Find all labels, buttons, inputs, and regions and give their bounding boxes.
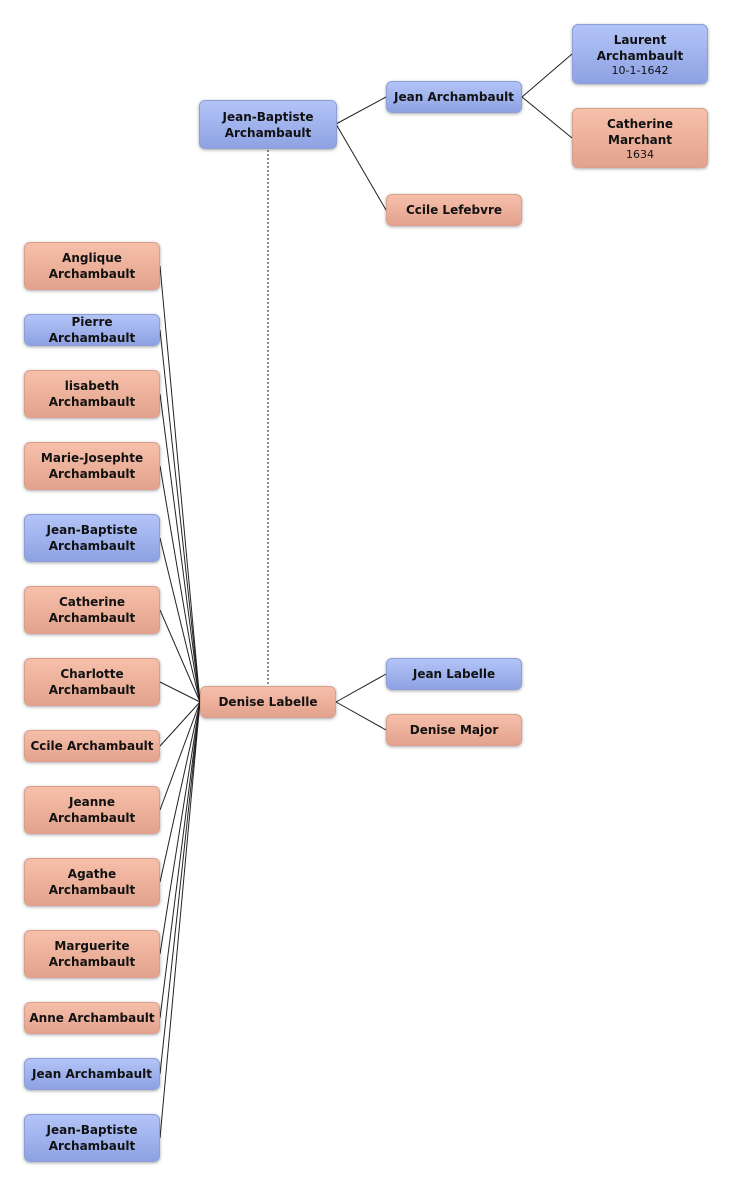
child-name-line1: lisabeth (64, 379, 120, 393)
child-name-line2: Archambault (48, 883, 136, 897)
child-name-line1: Marguerite (54, 939, 130, 953)
child-box[interactable]: Catherine Archambault (24, 586, 160, 634)
person-name-line2: Archambault (596, 48, 684, 63)
child-box[interactable]: Jean-Baptiste Archambault (24, 1114, 160, 1162)
person-maternal-mother[interactable]: Denise Major (386, 714, 522, 746)
child-name-line2: Archambault (48, 683, 136, 697)
child-name-line1: Pierre Archambault (48, 315, 136, 345)
person-date: 1634 (626, 147, 654, 161)
child-connector-line (159, 701, 201, 955)
child-name-line1: Ccile Archambault (30, 739, 154, 753)
connector-line (335, 123, 387, 211)
person-name: Jean Archambault (394, 90, 514, 104)
child-connector-line (159, 393, 201, 703)
connector-line (335, 673, 387, 703)
child-box[interactable]: Ccile Archambault (24, 730, 160, 762)
child-box[interactable]: Agathe Archambault (24, 858, 160, 906)
child-connector-line (159, 681, 201, 703)
child-name-line2: Archambault (48, 267, 136, 281)
person-name-line1: Jean-Baptiste (222, 109, 314, 124)
child-connector-line (159, 701, 201, 883)
child-box[interactable]: Pierre Archambault (24, 314, 160, 346)
child-connector-line (159, 701, 201, 747)
child-connector-line (159, 465, 201, 703)
person-name-line1: Catherine (606, 116, 674, 131)
connector-line (335, 701, 387, 731)
person-maternal-father[interactable]: Jean Labelle (386, 658, 522, 690)
child-name-line2: Archambault (48, 811, 136, 825)
child-name-line2: Archambault (48, 467, 136, 481)
child-name-line1: Marie-Josephte (40, 451, 144, 465)
child-connector-line (159, 701, 201, 1075)
person-mother[interactable]: Denise Labelle (200, 686, 336, 718)
child-box[interactable]: Jeanne Archambault (24, 786, 160, 834)
person-name: Ccile Lefebvre (405, 203, 503, 217)
child-connector-line (159, 609, 201, 703)
person-great-grandfather[interactable]: Laurent Archambault 10-1-1642 (572, 24, 708, 84)
child-connector-line (159, 265, 201, 703)
child-connector-line (159, 701, 201, 811)
child-box[interactable]: Jean-Baptiste Archambault (24, 514, 160, 562)
child-name-line2: Archambault (48, 1139, 136, 1153)
child-box[interactable]: Marguerite Archambault (24, 930, 160, 978)
child-name-line1: Jean-Baptiste (46, 523, 138, 537)
connector-line (335, 96, 387, 125)
person-name: Denise Major (409, 723, 499, 737)
child-box[interactable]: lisabeth Archambault (24, 370, 160, 418)
person-paternal-grandmother[interactable]: Ccile Lefebvre (386, 194, 522, 226)
child-connector-line (159, 701, 201, 1019)
child-box[interactable]: Marie-Josephte Archambault (24, 442, 160, 490)
child-name-line1: Jeanne (69, 795, 115, 809)
child-name-line1: Agathe (67, 867, 117, 881)
person-date: 10-1-1642 (611, 63, 669, 77)
person-name-line2: Archambault (224, 125, 312, 140)
child-box[interactable]: Jean Archambault (24, 1058, 160, 1090)
child-connector-line (159, 537, 201, 703)
connector-line (521, 96, 573, 139)
child-name-line2: Archambault (48, 611, 136, 625)
child-name-line1: Jean Archambault (32, 1067, 152, 1081)
person-great-grandmother[interactable]: Catherine Marchant 1634 (572, 108, 708, 168)
child-name-line1: Anne Archambault (29, 1011, 155, 1025)
person-name: Jean Labelle (412, 667, 496, 681)
person-paternal-grandfather[interactable]: Jean Archambault (386, 81, 522, 113)
child-box[interactable]: Anglique Archambault (24, 242, 160, 290)
person-name: Denise Labelle (218, 695, 318, 709)
child-name-line1: Jean-Baptiste (46, 1123, 138, 1137)
person-name-line2: Marchant (608, 132, 672, 147)
connector-line (521, 53, 573, 98)
child-box[interactable]: Charlotte Archambault (24, 658, 160, 706)
child-name-line2: Archambault (48, 539, 136, 553)
child-name-line1: Charlotte (60, 667, 124, 681)
child-connector-line (159, 701, 201, 1139)
child-connector-line (159, 329, 201, 703)
person-father[interactable]: Jean-Baptiste Archambault (199, 100, 337, 149)
child-box[interactable]: Anne Archambault (24, 1002, 160, 1034)
child-name-line1: Anglique (62, 251, 122, 265)
child-name-line2: Archambault (48, 955, 136, 969)
child-name-line1: Catherine (58, 595, 126, 609)
child-name-line2: Archambault (48, 395, 136, 409)
person-name-line1: Laurent (613, 32, 667, 47)
